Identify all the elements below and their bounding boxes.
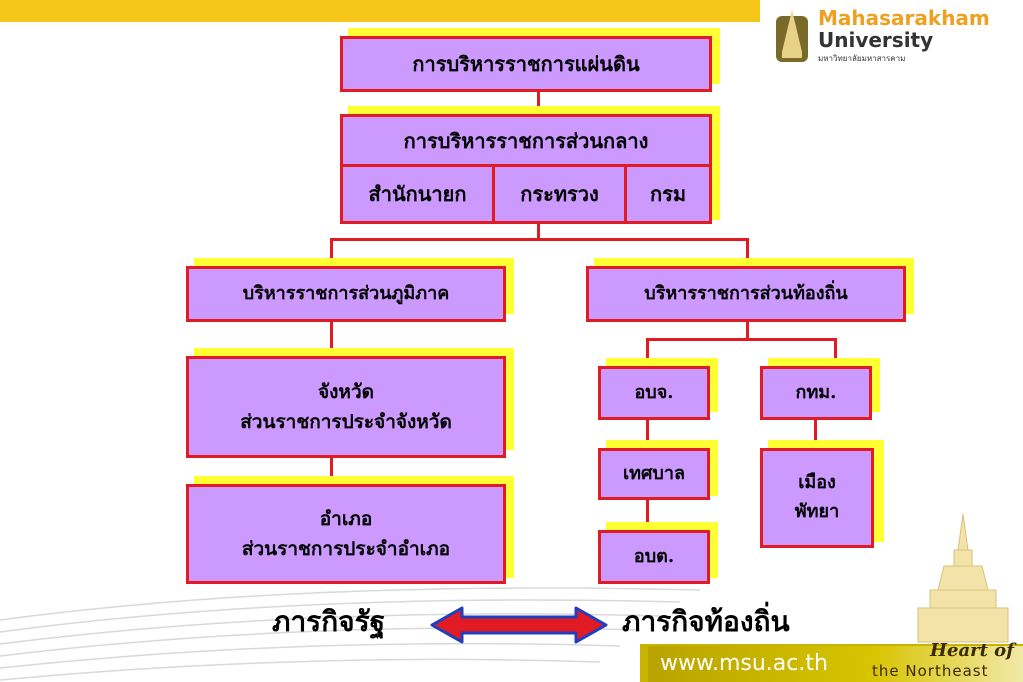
connector-local-horizontal xyxy=(646,338,836,341)
district-line2: ส่วนราชการประจำอำเภอ xyxy=(241,538,451,560)
box-label: อบต. xyxy=(633,545,675,567)
box-pattaya: เมือง พัทยา xyxy=(760,448,874,548)
box-label: บริหารราชการส่วนภูมิภาค xyxy=(242,282,450,304)
pattaya-line1: เมือง xyxy=(798,472,836,494)
connector-to-local xyxy=(746,238,749,266)
pattaya-line2: พัทยา xyxy=(794,501,840,522)
box-label: เทศบาล xyxy=(622,462,685,484)
local-mission-label: ภารกิจท้องถิ่น xyxy=(622,605,790,638)
district-line1: อำเภอ xyxy=(319,507,373,530)
box-central-administration: การบริหารราชการส่วนกลาง สำนักนายก กระทรว… xyxy=(340,114,712,224)
box-label: การบริหารราชการแผ่นดิน xyxy=(412,52,640,76)
box-pao: อบจ. xyxy=(598,366,710,420)
box-label: กทม. xyxy=(795,381,837,403)
box-district: อำเภอ ส่วนราชการประจำอำเภอ xyxy=(186,484,506,584)
university-logo: Mahasarakham University มหาวิทยาลัยมหาสา… xyxy=(770,6,1020,66)
header-accent-bar xyxy=(0,0,760,22)
temple-silhouette-icon xyxy=(917,513,1009,643)
central-title: การบริหารราชการส่วนกลาง xyxy=(343,117,709,167)
connector-pao-municipality xyxy=(646,418,649,448)
connector-to-regional xyxy=(330,238,333,266)
connector-central-split xyxy=(537,220,540,240)
footer-url: www.msu.ac.th xyxy=(660,651,828,676)
university-seal-icon xyxy=(776,10,808,62)
central-unit-department: กรม xyxy=(649,182,687,206)
logo-name-thai: มหาวิทยาลัยมหาสารคาม xyxy=(818,54,906,63)
connector-to-bma xyxy=(834,338,837,368)
connector-to-pao xyxy=(646,338,649,368)
box-municipality: เทศบาล xyxy=(598,448,710,500)
central-unit-ministry: กระทรวง xyxy=(495,167,627,221)
connector-local-split xyxy=(746,320,749,340)
box-state-administration: การบริหารราชการแผ่นดิน xyxy=(340,36,712,92)
box-label: อบจ. xyxy=(634,381,674,403)
footer-gradient xyxy=(648,646,1023,682)
connector-regional-province xyxy=(330,320,333,358)
box-local-administration: บริหารราชการส่วนท้องถิ่น xyxy=(586,266,906,322)
connector-top-central xyxy=(537,92,540,114)
footer-tagline-2: the Northeast xyxy=(872,662,989,680)
box-sao: อบต. xyxy=(598,530,710,584)
province-line1: จังหวัด xyxy=(318,380,374,403)
state-mission-label: ภารกิจรัฐ xyxy=(272,605,386,638)
box-label: บริหารราชการส่วนท้องถิ่น xyxy=(644,282,848,304)
connector-province-district xyxy=(330,456,333,486)
box-bma: กทม. xyxy=(760,366,872,420)
central-unit-pm-office: สำนักนายก xyxy=(343,167,495,221)
box-regional-administration: บริหารราชการส่วนภูมิภาค xyxy=(186,266,506,322)
logo-name-line2: University xyxy=(818,28,934,52)
connector-horizontal xyxy=(330,238,748,241)
box-province: จังหวัด ส่วนราชการประจำจังหวัด xyxy=(186,356,506,458)
connector-bma-pattaya xyxy=(814,418,817,448)
background-curves xyxy=(0,587,701,681)
province-line2: ส่วนราชการประจำจังหวัด xyxy=(240,411,452,433)
logo-name-line1: Mahasarakham xyxy=(818,6,990,30)
double-arrow-icon xyxy=(430,606,608,644)
footer-tagline-1: Heart of xyxy=(930,640,1014,661)
connector-municipality-sao xyxy=(646,498,649,530)
